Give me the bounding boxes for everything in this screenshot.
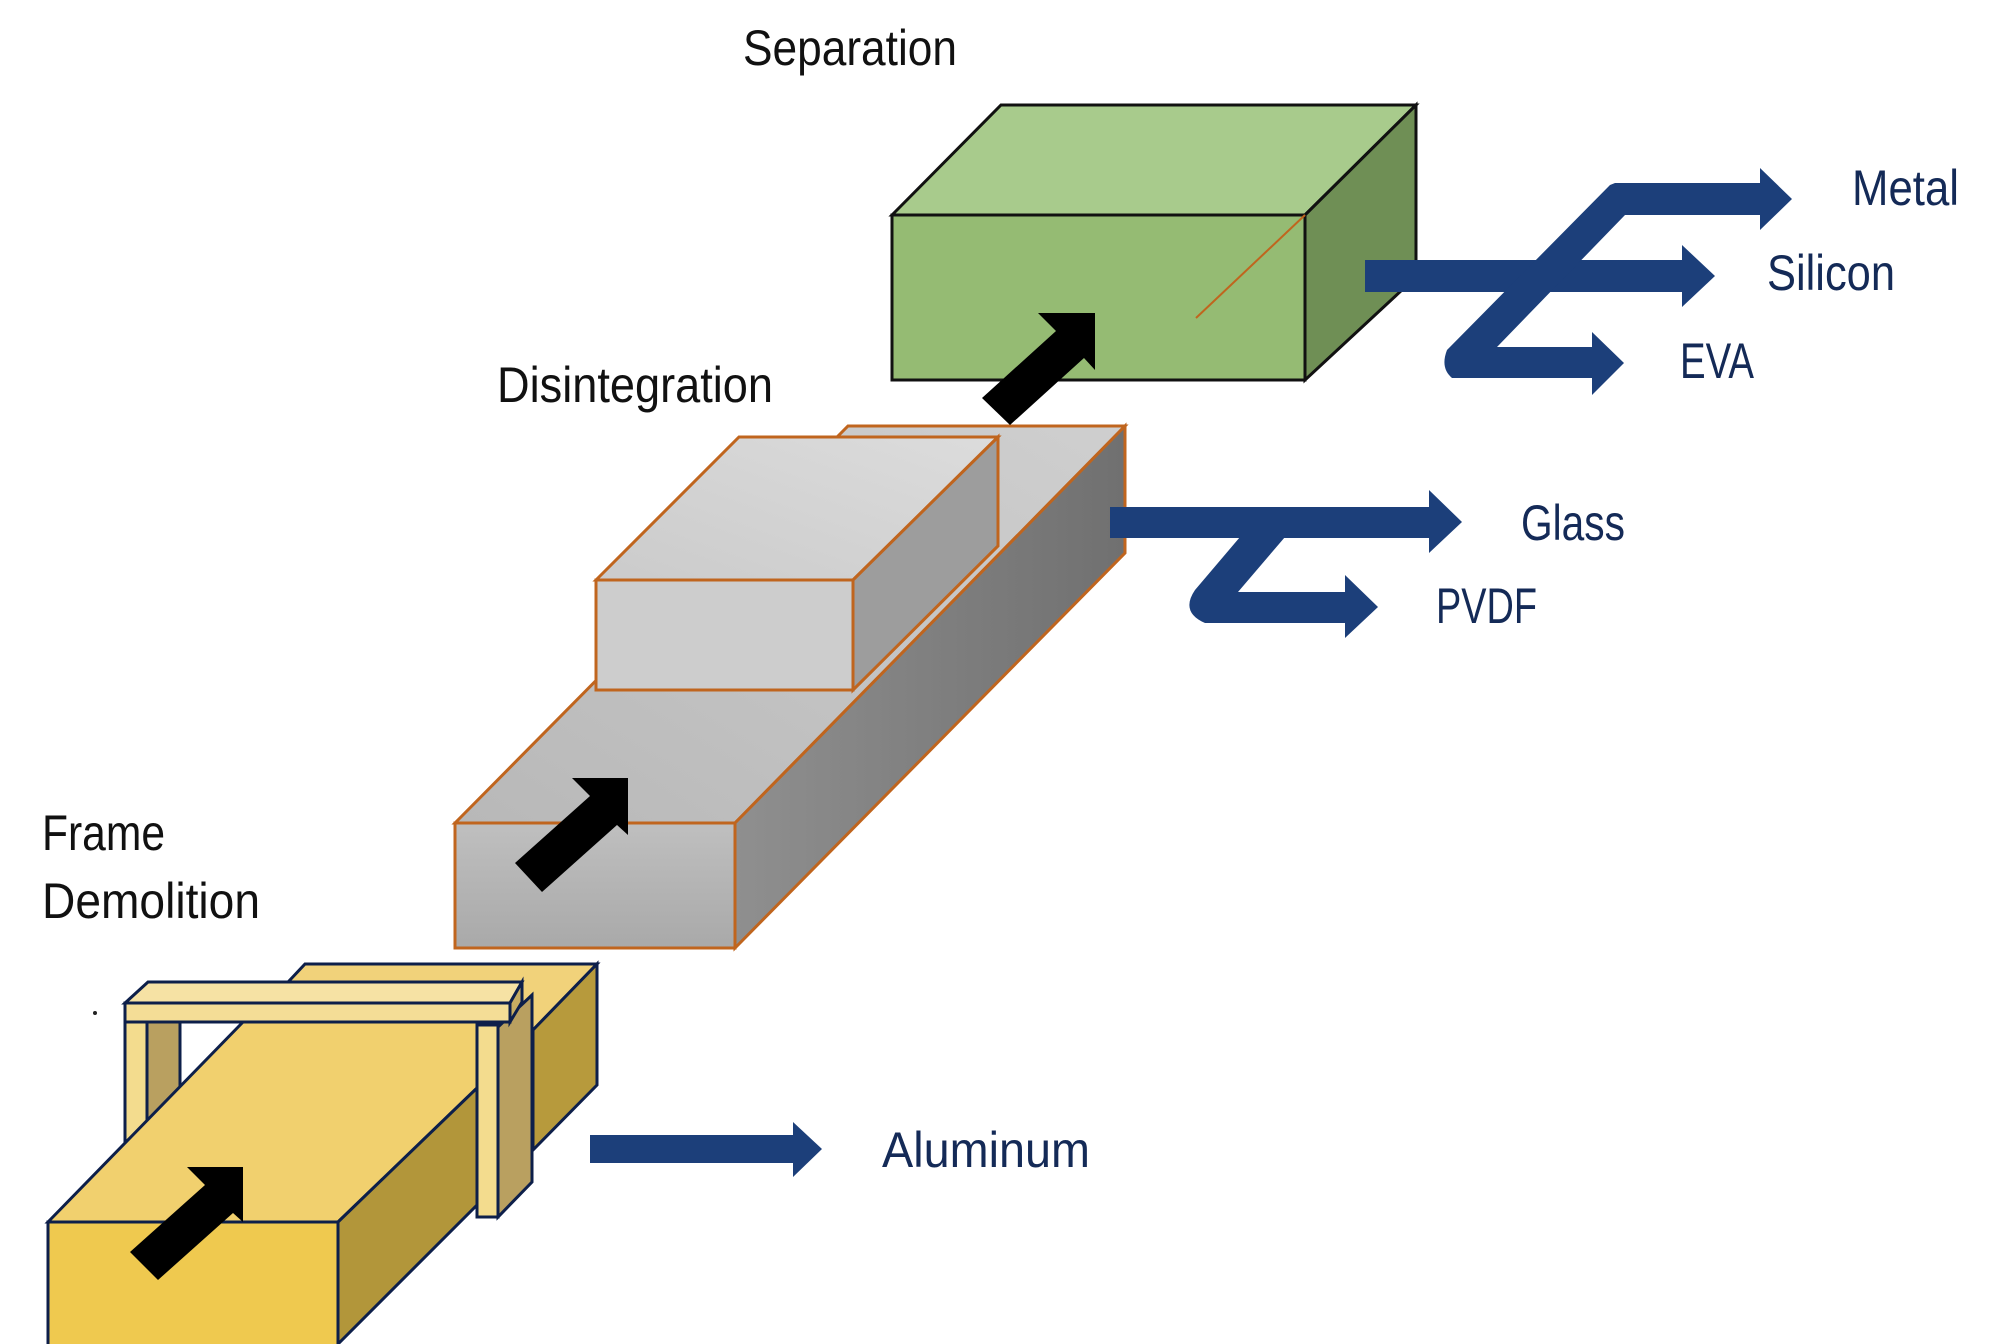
flow-arrow-icon bbox=[515, 778, 628, 892]
frame-right-leg-side bbox=[496, 991, 534, 1221]
output-label-silicon: Silicon bbox=[1767, 245, 1895, 301]
speck bbox=[93, 1011, 97, 1015]
frame-bar-front bbox=[123, 1001, 512, 1024]
frame-bar-top bbox=[121, 980, 525, 1005]
output-label-metal: Metal bbox=[1852, 160, 1959, 216]
output-arrow-pvdf-icon bbox=[1189, 537, 1378, 638]
stage-label-frame: Frame bbox=[42, 805, 165, 861]
box-front bbox=[890, 213, 1307, 382]
stage-label-disintegration: Disintegration bbox=[497, 357, 773, 413]
labels: Separation Disintegration Frame Demoliti… bbox=[42, 20, 1959, 1178]
output-arrow-aluminum-icon bbox=[590, 1122, 822, 1177]
output-arrow-eva-icon bbox=[1444, 332, 1624, 395]
output-label-eva: EVA bbox=[1680, 333, 1754, 389]
stage-label-separation: Separation bbox=[743, 20, 957, 76]
separation-stage bbox=[888, 101, 1420, 425]
output-label-glass: Glass bbox=[1521, 495, 1625, 551]
panel-front bbox=[594, 578, 855, 692]
disintegration-stage bbox=[451, 422, 1129, 952]
output-label-pvdf: PVDF bbox=[1436, 578, 1537, 634]
output-arrow-metal-icon bbox=[1447, 168, 1792, 350]
output-arrow-glass-icon bbox=[1110, 490, 1462, 553]
output-label-aluminum: Aluminum bbox=[882, 1122, 1090, 1178]
flow-arrow-icon bbox=[982, 313, 1095, 425]
frame-right-leg-front bbox=[475, 1023, 500, 1219]
output-arrows bbox=[590, 168, 1792, 1177]
flow-arrow-icon bbox=[130, 1167, 243, 1280]
orange-edge-line bbox=[1195, 214, 1306, 319]
frame-demolition-stage bbox=[44, 960, 601, 1344]
stage-label-demolition: Demolition bbox=[42, 873, 260, 929]
